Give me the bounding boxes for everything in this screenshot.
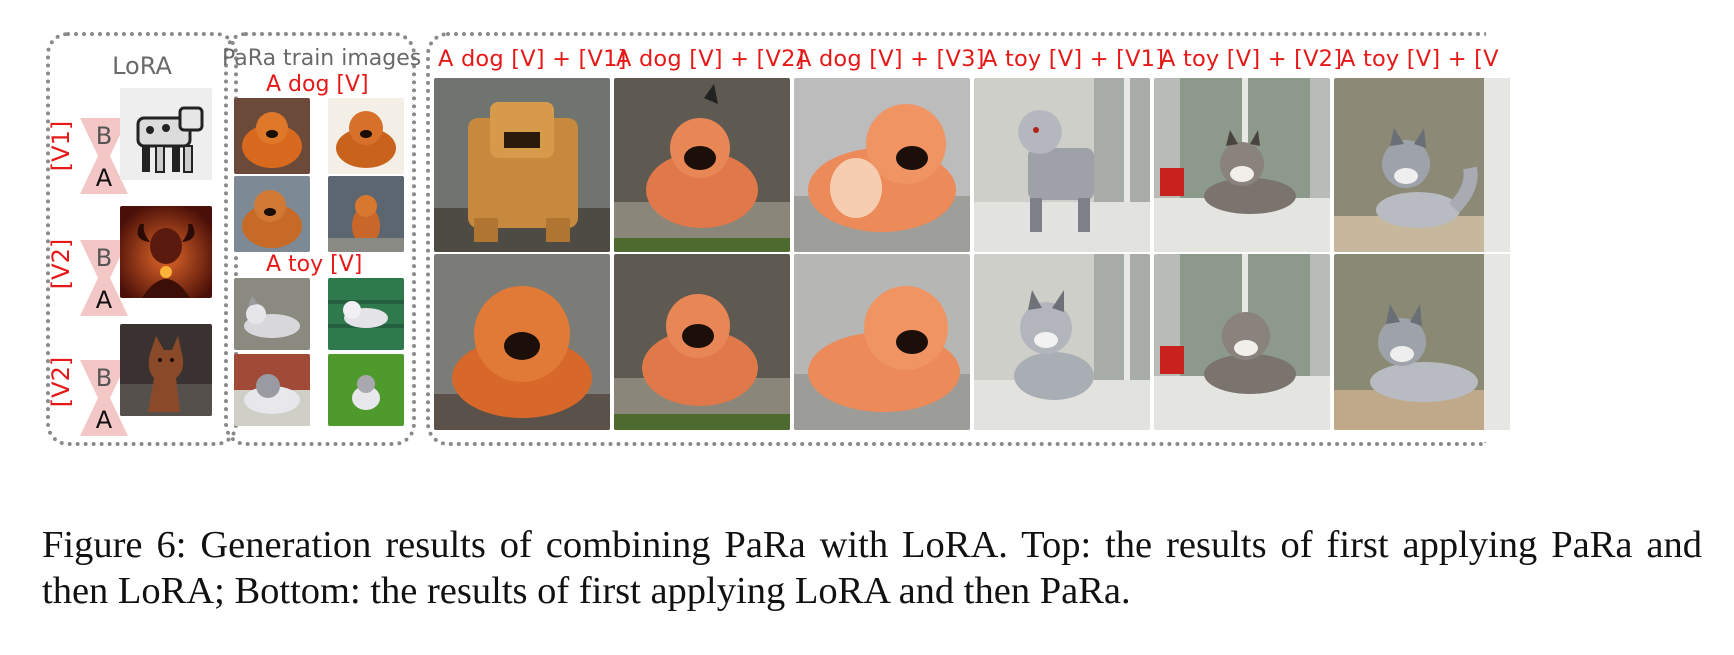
result-image-top (974, 78, 1150, 252)
lora-b-label: B (96, 244, 112, 272)
lora-a-label: A (96, 286, 113, 314)
train-group-label: A dog [V] (266, 72, 369, 97)
figure-caption: Figure 6: Generation results of combinin… (42, 524, 1702, 612)
result-image-top (1154, 78, 1330, 252)
result-image-bottom (434, 254, 610, 430)
train-toy-image (234, 354, 310, 426)
column-header: A toy [V] + [V2] (1160, 46, 1343, 72)
lora-b-label: B (96, 364, 112, 392)
column-header: A dog [V] + [V1] (438, 46, 627, 72)
robot-dog-image (120, 88, 212, 180)
train-dog-image (234, 98, 310, 174)
train-dog-image (328, 176, 404, 252)
lora-row-label: [V1] (47, 120, 76, 172)
results-panel (426, 32, 1486, 446)
result-image-top (614, 78, 790, 252)
lora-bowtie-icon: B A (80, 118, 128, 194)
train-panel (224, 32, 416, 446)
lora-b-label: B (96, 122, 112, 150)
column-header: A toy [V] + [V1] (982, 46, 1165, 72)
result-image-bottom (614, 254, 790, 430)
lora-bowtie-icon: B A (80, 240, 128, 316)
result-image-top (434, 78, 610, 252)
wooden-wolf-image (120, 324, 212, 416)
result-image-bottom (974, 254, 1150, 430)
demon-image (120, 206, 212, 298)
lora-row-label: [V2] (47, 356, 76, 408)
lora-panel-title: LoRA (112, 52, 172, 80)
result-image-bottom (794, 254, 970, 430)
train-panel-title: PaRa train images (222, 46, 422, 71)
result-image-top (1334, 78, 1510, 252)
train-toy-image (328, 354, 404, 426)
lora-a-label: A (96, 164, 113, 192)
train-dog-image (328, 98, 404, 174)
result-image-bottom (1334, 254, 1510, 430)
lora-bowtie-icon: B A (80, 360, 128, 436)
column-header: A toy [V] + [V (1340, 46, 1499, 72)
column-header: A dog [V] + [V2] (616, 46, 805, 72)
result-image-bottom (1154, 254, 1330, 430)
train-toy-image (234, 278, 310, 350)
train-group-label: A toy [V] (266, 252, 363, 277)
lora-a-label: A (96, 406, 113, 434)
train-toy-image (328, 278, 404, 350)
train-dog-image (234, 176, 310, 252)
column-header: A dog [V] + [V3] (796, 46, 985, 72)
result-image-top (794, 78, 970, 252)
lora-row-label: [V2] (47, 238, 76, 290)
